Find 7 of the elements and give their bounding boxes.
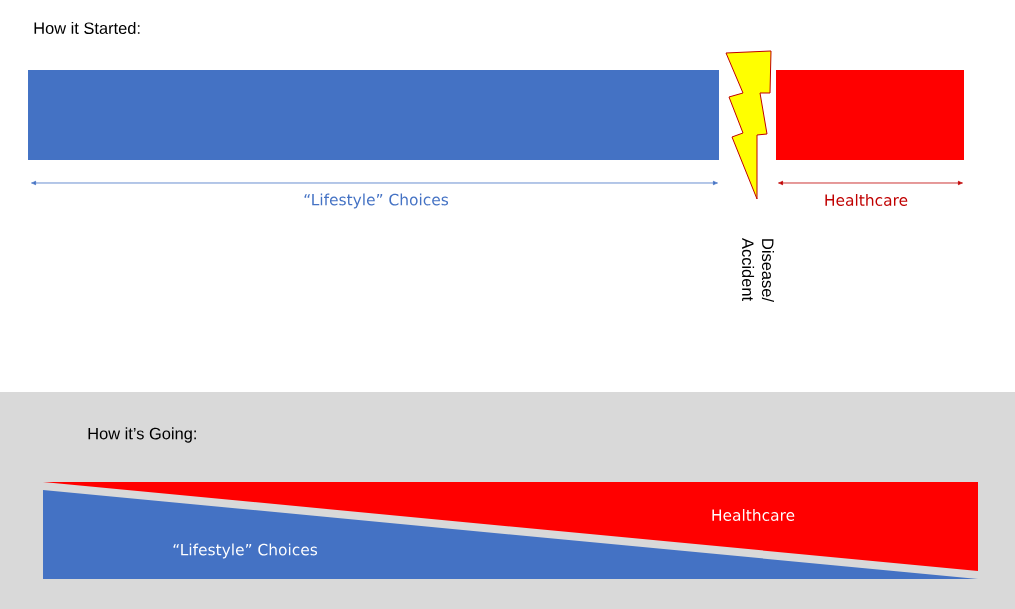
bar [776, 70, 964, 160]
rotated-label: Disease/ Accident [742, 238, 774, 302]
dimension-label: “Lifestyle” Choices [304, 193, 449, 209]
lightning-bolt [725, 50, 772, 200]
dimension-label: Healthcare [825, 194, 908, 206]
bar [28, 70, 719, 160]
heading: How it Started: [34, 21, 140, 35]
